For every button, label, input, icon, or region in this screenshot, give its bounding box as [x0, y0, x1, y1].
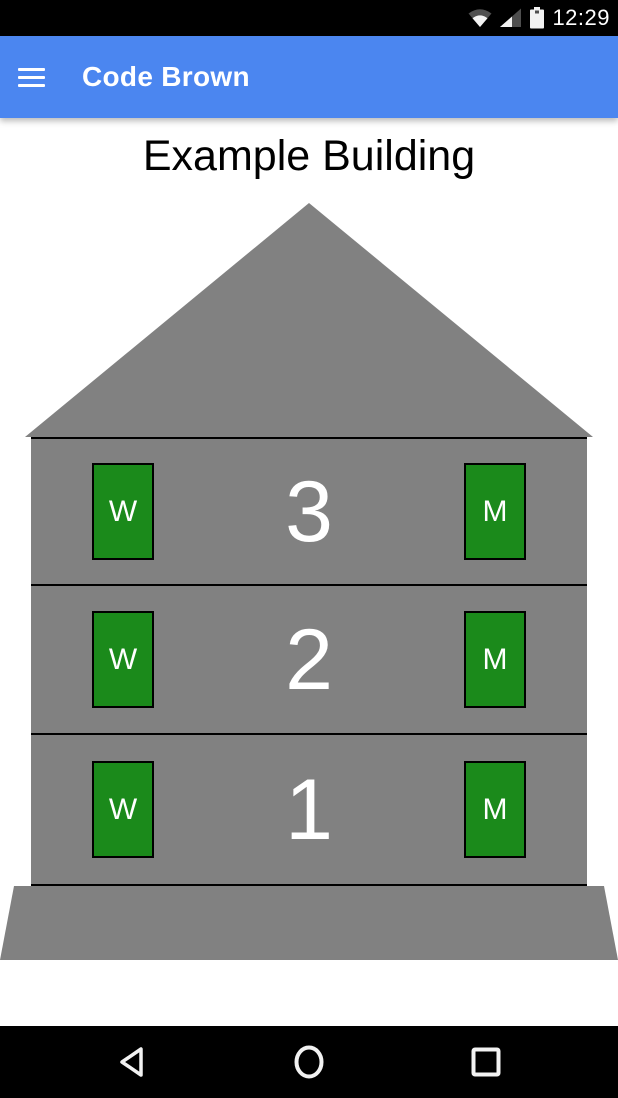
building-roof [25, 203, 593, 442]
men-restroom-button-floor-1[interactable]: M [464, 761, 526, 858]
hamburger-bar [18, 83, 45, 87]
building-base [0, 886, 618, 965]
back-icon[interactable] [87, 1032, 177, 1092]
home-icon[interactable] [264, 1032, 354, 1092]
women-restroom-button-floor-1[interactable]: W [92, 761, 154, 858]
recents-icon[interactable] [441, 1032, 531, 1092]
women-restroom-button-floor-2[interactable]: W [92, 611, 154, 708]
app-bar: Code Brown [0, 36, 618, 118]
men-restroom-button-floor-2[interactable]: M [464, 611, 526, 708]
navigation-bar [0, 1026, 618, 1098]
hamburger-bar [18, 67, 45, 71]
building-floor-3: W 3 M [31, 437, 587, 584]
men-restroom-button-floor-3[interactable]: M [464, 463, 526, 560]
status-bar: 12:29 [0, 0, 618, 36]
building-floors: W 3 M W 2 M W 1 M [31, 437, 587, 886]
status-time: 12:29 [552, 5, 610, 30]
floor-number-2: 2 [285, 611, 333, 708]
hamburger-menu-icon[interactable] [18, 56, 60, 98]
floor-number-3: 3 [285, 463, 333, 560]
floor-number-1: 1 [285, 761, 333, 858]
page-title: Example Building [142, 132, 476, 180]
wifi-icon [468, 8, 492, 28]
battery-icon [530, 7, 545, 29]
women-restroom-button-floor-3[interactable]: W [92, 463, 154, 560]
hamburger-bar [18, 75, 45, 79]
building-floor-2: W 2 M [31, 584, 587, 733]
building-floor-1: W 1 M [31, 733, 587, 886]
app-title: Code Brown [82, 61, 250, 92]
cell-signal-icon [500, 8, 522, 28]
